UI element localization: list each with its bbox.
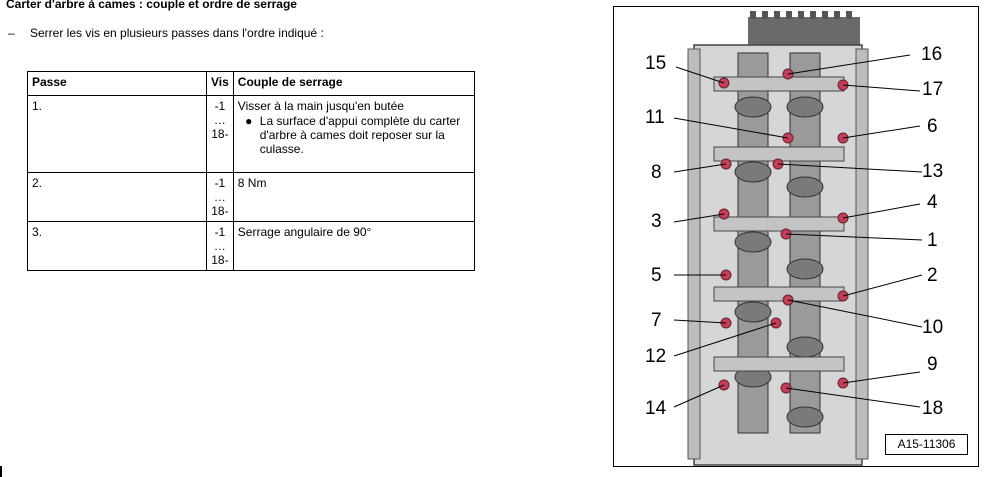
- callout-7: 7: [651, 310, 662, 331]
- cell-couple: Visser à la main jusqu'en butée ● La sur…: [232, 95, 476, 173]
- cell-vis: -1 … 18-: [206, 95, 234, 173]
- couple-text: Visser à la main jusqu'en butée: [237, 99, 404, 113]
- page-edge-mark: [0, 466, 2, 477]
- callout-15: 15: [645, 53, 667, 74]
- callout-1: 1: [927, 230, 938, 251]
- page-title: Carter d'arbre à cames : couple et ordre…: [6, 0, 297, 11]
- table-header-row: Passe Vis Couple de serrage: [27, 71, 476, 96]
- torque-table: Passe Vis Couple de serrage 1. -1 … 18- …: [27, 71, 476, 271]
- cell-vis: -1 … 18-: [206, 221, 234, 271]
- callout-17: 17: [922, 79, 944, 100]
- callout-5: 5: [651, 265, 662, 286]
- cell-vis: -1 … 18-: [206, 172, 234, 222]
- bullet-text: La surface d'appui complète du carter d'…: [259, 114, 461, 156]
- table-row: 3. -1 … 18- Serrage angulaire de 90°: [27, 221, 476, 271]
- header-couple: Couple de serrage: [232, 71, 476, 96]
- cell-passe: 1.: [27, 95, 207, 173]
- callout-11: 11: [645, 107, 665, 128]
- callout-10: 10: [922, 317, 944, 338]
- callout-6: 6: [927, 116, 938, 137]
- callout-12: 12: [645, 346, 667, 367]
- figure-reference-label: A15-11306: [885, 434, 968, 455]
- housing-body: [693, 44, 863, 466]
- instruction-dash: –: [8, 26, 15, 40]
- cell-couple: Serrage angulaire de 90°: [232, 221, 476, 271]
- bullet-note: ● La surface d'appui complète du carter …: [238, 114, 470, 156]
- camshaft-housing-figure: 15 16 17 11 6 8 13 3 4 1 5 2 7 10 12 9 1…: [613, 6, 979, 467]
- callout-9: 9: [927, 354, 938, 375]
- bullet-dot-icon: ●: [245, 114, 253, 128]
- instruction-text: Serrer les vis en plusieurs passes dans …: [30, 26, 324, 40]
- callout-4: 4: [927, 192, 938, 213]
- callout-18: 18: [922, 398, 944, 419]
- instruction-line: – Serrer les vis en plusieurs passes dans…: [8, 26, 324, 40]
- table-row: 1. -1 … 18- Visser à la main jusqu'en bu…: [27, 95, 476, 173]
- callout-14: 14: [645, 398, 667, 419]
- header-passe: Passe: [27, 71, 207, 96]
- engine-drawing: [673, 11, 923, 466]
- callout-2: 2: [927, 265, 938, 286]
- table-row: 2. -1 … 18- 8 Nm: [27, 172, 476, 222]
- callout-8: 8: [651, 162, 662, 183]
- callout-16: 16: [921, 44, 943, 65]
- cell-passe: 3.: [27, 221, 207, 271]
- header-vis: Vis: [206, 71, 234, 96]
- cell-passe: 2.: [27, 172, 207, 222]
- leader-lines: [673, 54, 923, 408]
- callout-3: 3: [651, 211, 662, 232]
- cell-couple: 8 Nm: [232, 172, 476, 222]
- callout-13: 13: [922, 161, 944, 182]
